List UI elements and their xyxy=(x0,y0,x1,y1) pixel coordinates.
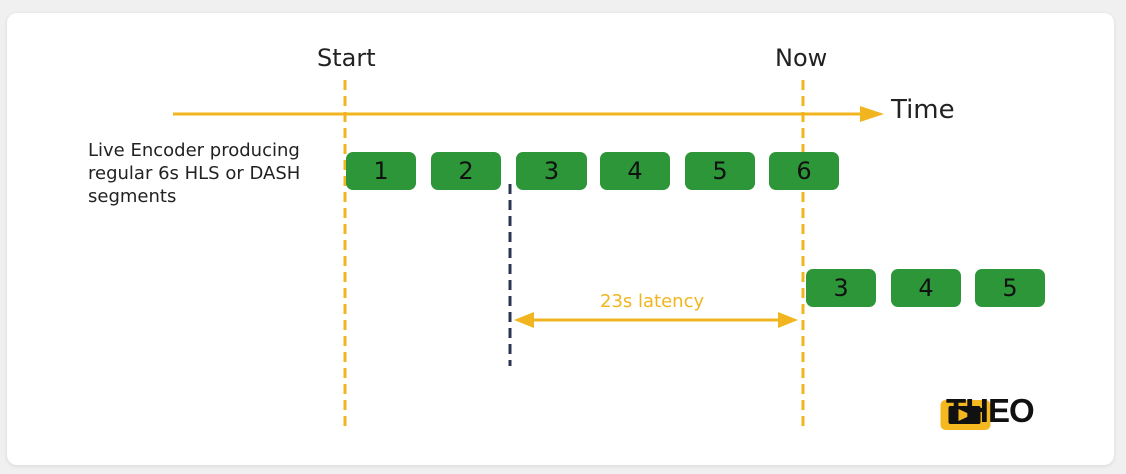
latency-arrowhead-left xyxy=(514,312,534,328)
theo-logo-text: THEO xyxy=(946,392,1035,429)
player-segment: 4 xyxy=(891,269,961,307)
encoder-segment: 6 xyxy=(769,152,839,190)
encoder-segment: 5 xyxy=(685,152,755,190)
encoder-segment: 1 xyxy=(346,152,416,190)
encoder-segment: 2 xyxy=(431,152,501,190)
player-segment: 5 xyxy=(975,269,1045,307)
time-axis-label: Time xyxy=(891,95,955,125)
player-segment: 3 xyxy=(806,269,876,307)
diagram-card xyxy=(7,13,1114,465)
encoder-description-line: Live Encoder producing xyxy=(88,140,300,161)
encoder-description: Live Encoder producing regular 6s HLS or… xyxy=(88,139,338,208)
theo-logo-icon xyxy=(940,400,991,430)
latency-label: 23s latency xyxy=(600,291,705,312)
encoder-segment: 4 xyxy=(600,152,670,190)
encoder-description-line: regular 6s HLS or DASH xyxy=(88,163,301,184)
now-label: Now xyxy=(775,44,828,72)
start-label: Start xyxy=(317,44,376,72)
latency-arrowhead-right xyxy=(778,312,798,328)
time-axis-arrowhead xyxy=(860,106,884,122)
encoder-segment: 3 xyxy=(516,152,587,190)
encoder-description-line: segments xyxy=(88,186,177,207)
